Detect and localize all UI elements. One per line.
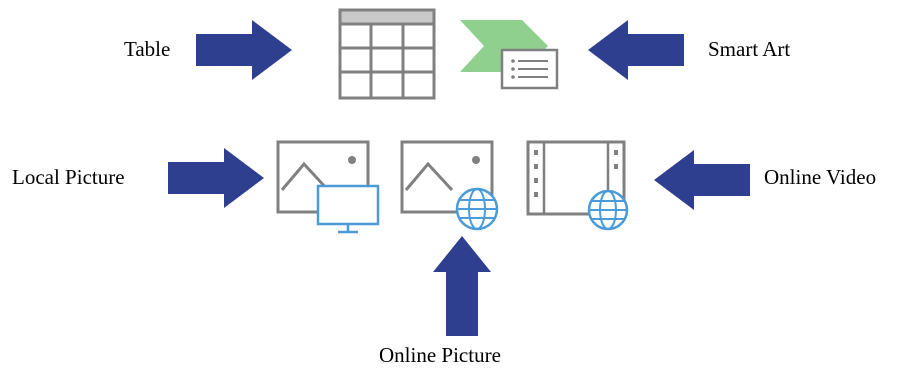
- arrow-left-online-video: [654, 150, 750, 210]
- online-video-icon: [526, 140, 629, 231]
- label-online-video: Online Video: [764, 165, 877, 189]
- label-online-picture: Online Picture: [379, 343, 501, 367]
- label-smart-art: Smart Art: [708, 37, 791, 61]
- arrow-right-table: [196, 20, 292, 80]
- smartart-icon: [460, 20, 559, 90]
- local-picture-icon: [276, 140, 380, 234]
- arrow-up-online-picture: [433, 236, 491, 336]
- arrow-left-smart-art: [588, 20, 684, 80]
- label-table: Table: [124, 37, 171, 61]
- label-local-picture: Local Picture: [12, 165, 125, 189]
- arrow-right-local-picture: [168, 148, 264, 208]
- online-picture-icon: [400, 140, 499, 231]
- table-icon: [338, 8, 436, 100]
